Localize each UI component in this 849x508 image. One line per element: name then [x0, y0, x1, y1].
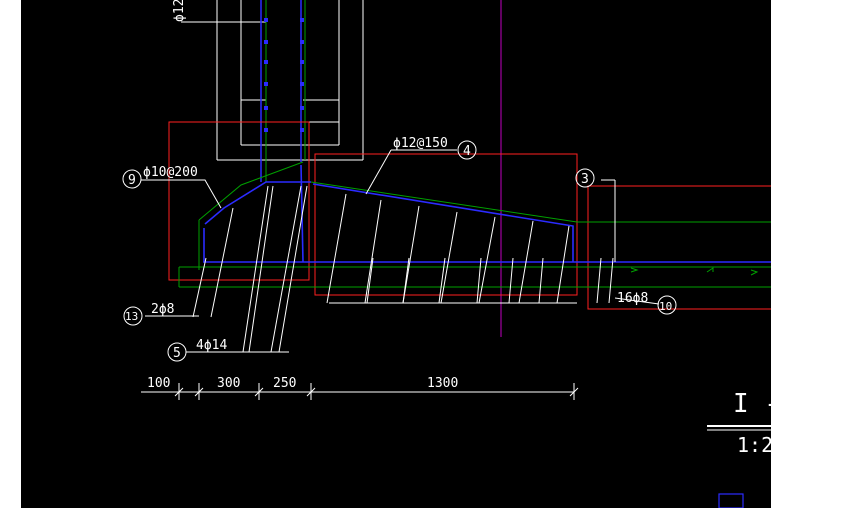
label-column-bar: ϕ12	[172, 0, 187, 22]
section-title: I - I	[733, 389, 771, 419]
callout-leaders	[141, 149, 660, 353]
marker-13: 13	[125, 310, 138, 323]
label-stirrup: ϕ10@200	[143, 165, 198, 180]
right-margin	[771, 0, 849, 508]
label-bottom-bar-left: 2ϕ8	[151, 302, 174, 317]
callout-markers	[122, 140, 677, 362]
footing-rebar	[203, 164, 771, 263]
slab-lines	[178, 161, 771, 288]
column-rebar	[260, 0, 306, 182]
marker-10: 10	[659, 300, 672, 313]
column-outline	[181, 0, 364, 161]
dimension-1300: 1300	[427, 376, 458, 391]
section-scale: 1:25	[737, 433, 771, 457]
stirrups	[192, 179, 616, 353]
partial-block	[718, 493, 744, 508]
detail-boxes	[168, 121, 771, 310]
section-drawing: 9 4 3 13 5 10 ϕ12 ϕ10@200 ϕ12@150 2ϕ8 4ϕ…	[122, 0, 771, 508]
dimension-300: 300	[217, 376, 240, 391]
marker-4: 4	[463, 144, 471, 159]
dimension-line	[141, 383, 579, 400]
label-main-bar: 4ϕ14	[196, 338, 227, 353]
slab-hatch	[630, 267, 759, 276]
label-dist-bar: 16ϕ8	[617, 291, 648, 306]
dimension-250: 250	[273, 376, 296, 391]
marker-3: 3	[581, 172, 589, 187]
marker-9: 9	[128, 173, 136, 188]
left-gutter	[0, 0, 21, 508]
dimension-100: 100	[147, 376, 170, 391]
marker-5: 5	[173, 346, 181, 361]
label-slope-bar: ϕ12@150	[393, 136, 448, 151]
cad-drawing-viewport[interactable]: 9 4 3 13 5 10 ϕ12 ϕ10@200 ϕ12@150 2ϕ8 4ϕ…	[21, 0, 771, 508]
